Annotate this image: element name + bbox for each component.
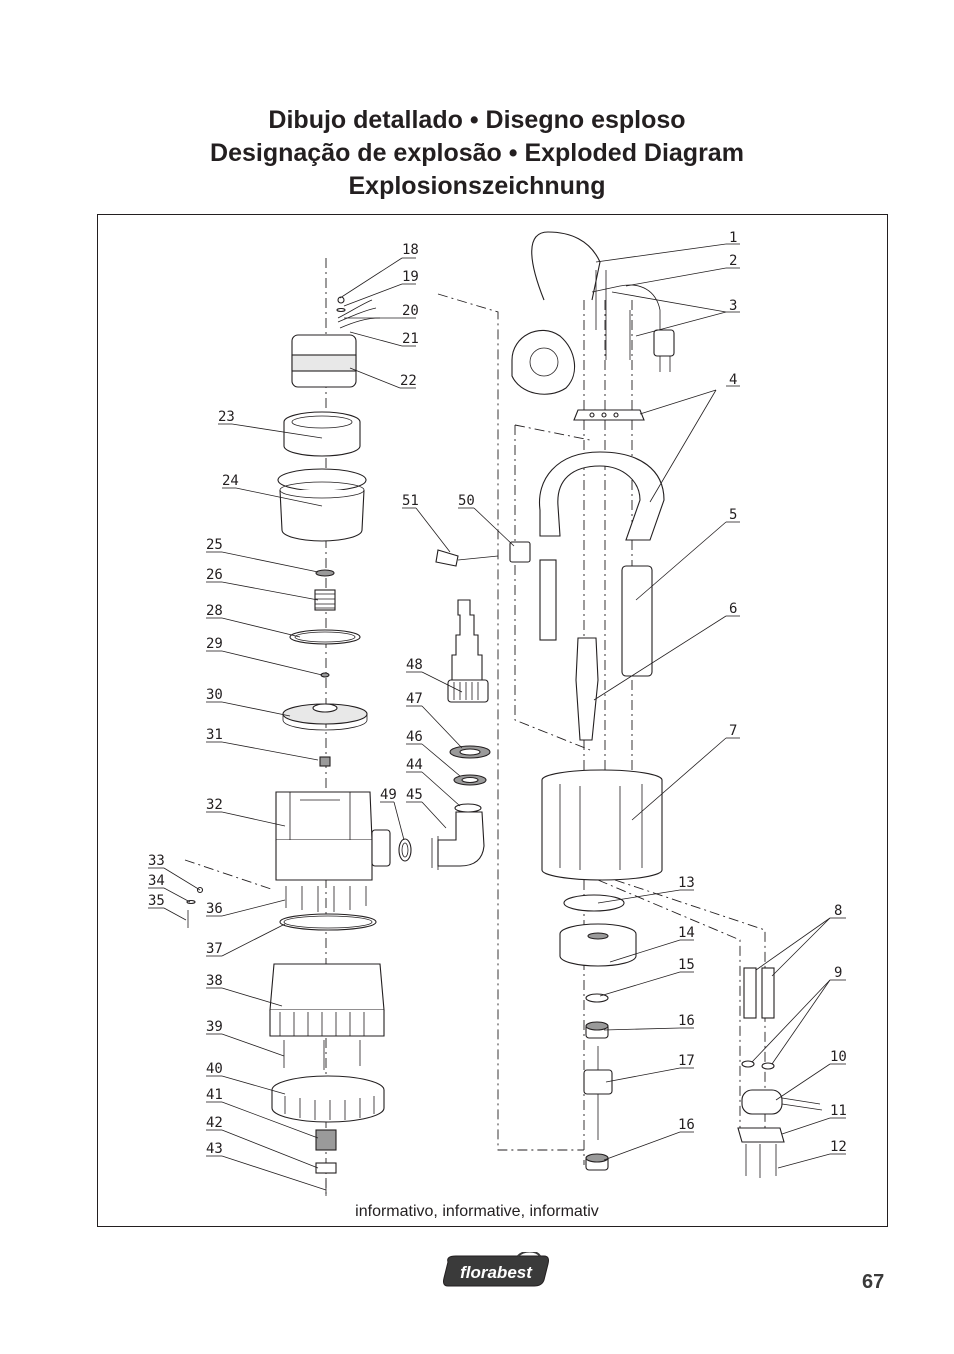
part-label: 1 bbox=[729, 230, 737, 246]
part-label: 41 bbox=[206, 1087, 223, 1103]
part-label: 3 bbox=[729, 298, 737, 314]
part-label: 34 bbox=[148, 873, 165, 889]
part-label: 33 bbox=[148, 853, 165, 869]
title-line-3: Explosionszeichnung bbox=[348, 172, 606, 200]
part-label: 19 bbox=[402, 269, 419, 285]
diagram-caption: informativo, informative, informativ bbox=[355, 1203, 599, 1220]
part-label: 38 bbox=[206, 973, 223, 989]
left-column-parts bbox=[186, 296, 391, 1196]
part-label: 5 bbox=[729, 507, 737, 523]
part-label: 12 bbox=[830, 1139, 847, 1155]
part-label: 50 bbox=[458, 493, 475, 509]
part-label: 13 bbox=[678, 875, 695, 891]
part-label: 9 bbox=[834, 965, 842, 981]
middle-column-parts bbox=[398, 541, 531, 870]
part-label: 7 bbox=[729, 723, 737, 739]
part-label: 6 bbox=[729, 601, 737, 617]
part-label: 22 bbox=[400, 373, 417, 389]
part-label: 17 bbox=[678, 1053, 695, 1069]
part-label: 20 bbox=[402, 303, 419, 319]
part-label: 40 bbox=[206, 1061, 223, 1077]
part-label: 51 bbox=[402, 493, 419, 509]
part-label: 31 bbox=[206, 727, 223, 743]
part-label: 16 bbox=[678, 1013, 695, 1029]
part-label: 32 bbox=[206, 797, 223, 813]
part-label: 28 bbox=[206, 603, 223, 619]
part-label: 14 bbox=[678, 925, 695, 941]
part-label: 45 bbox=[406, 787, 423, 803]
part-label: 15 bbox=[678, 957, 695, 973]
part-labels: 1 2 3 4 5 6 7 8 9 10 11 12 13 14 15 16 1… bbox=[148, 230, 847, 1157]
part-label: 36 bbox=[206, 901, 223, 917]
part-label: 21 bbox=[402, 331, 419, 347]
part-label: 39 bbox=[206, 1019, 223, 1035]
part-label: 16 bbox=[678, 1117, 695, 1133]
part-label: 44 bbox=[406, 757, 423, 773]
part-label: 2 bbox=[729, 253, 737, 269]
page-number: 67 bbox=[862, 1271, 885, 1293]
part-label: 26 bbox=[206, 567, 223, 583]
part-label: 23 bbox=[218, 409, 235, 425]
diagram-frame bbox=[97, 214, 888, 1227]
right-column-parts bbox=[511, 231, 823, 1178]
part-label: 24 bbox=[222, 473, 239, 489]
page-title: Dibujo detallado • Disegno esploso Desig… bbox=[0, 104, 954, 203]
assembly-axes bbox=[184, 258, 766, 1195]
part-label: 35 bbox=[148, 893, 165, 909]
part-label: 43 bbox=[206, 1141, 223, 1157]
part-label: 25 bbox=[206, 537, 223, 553]
part-label: 48 bbox=[406, 657, 423, 673]
part-label: 49 bbox=[380, 787, 397, 803]
part-label: 4 bbox=[729, 372, 737, 388]
part-label: 10 bbox=[830, 1049, 847, 1065]
title-line-1: Dibujo detallado • Disegno esploso bbox=[268, 106, 686, 134]
part-label: 8 bbox=[834, 903, 842, 919]
part-label: 30 bbox=[206, 687, 223, 703]
part-label: 42 bbox=[206, 1115, 223, 1131]
florabest-logo: florabest bbox=[443, 1252, 549, 1287]
part-label: 37 bbox=[206, 941, 223, 957]
part-label: 46 bbox=[406, 729, 423, 745]
leader-lines bbox=[148, 243, 846, 1191]
part-label: 47 bbox=[406, 691, 423, 707]
part-label: 18 bbox=[402, 242, 419, 258]
part-label: 11 bbox=[830, 1103, 847, 1119]
title-line-2: Designação de explosão • Exploded Diagra… bbox=[210, 139, 744, 167]
part-label: 29 bbox=[206, 636, 223, 652]
logo-text: florabest bbox=[460, 1263, 533, 1282]
